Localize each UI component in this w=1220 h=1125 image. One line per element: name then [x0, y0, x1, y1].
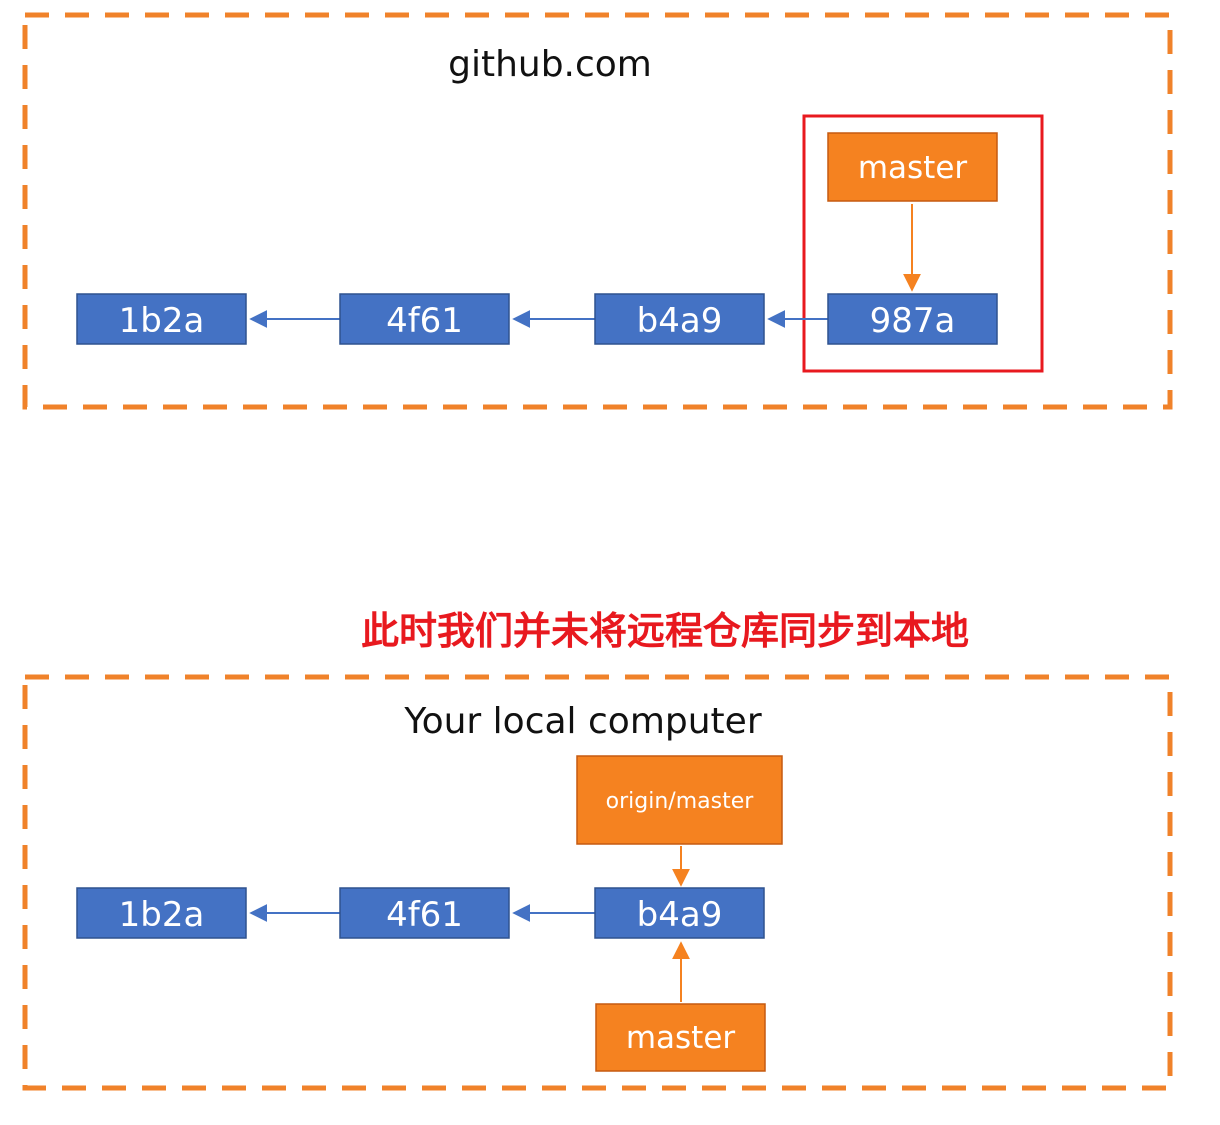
local-branch-origin-master: origin/master [576, 755, 783, 845]
branch-label: master [858, 150, 968, 186]
local-panel: Your local computer 1b2a 4f61 b4a9 origi… [22, 674, 1173, 1091]
commit-label: b4a9 [637, 301, 723, 341]
remote-title: github.com [448, 44, 652, 85]
remote-commit-4f61: 4f61 [339, 293, 510, 345]
local-dashed-border [22, 674, 1173, 1091]
annotation-note: 此时我们并未将远程仓库同步到本地 [360, 609, 969, 653]
local-commit-4f61: 4f61 [339, 887, 510, 939]
remote-commit-1b2a: 1b2a [76, 293, 247, 345]
commit-label: 1b2a [119, 301, 205, 341]
remote-panel: github.com 1b2a 4f61 b4a9 987a master [22, 12, 1173, 410]
commit-label: 4f61 [386, 301, 463, 341]
local-commit-1b2a: 1b2a [76, 887, 247, 939]
commit-label: b4a9 [637, 895, 723, 935]
remote-highlight-box [802, 114, 1044, 373]
commit-label: 1b2a [119, 895, 205, 935]
local-title: Your local computer [403, 701, 761, 742]
commit-label: 4f61 [386, 895, 463, 935]
local-branch-master: master [595, 1003, 766, 1072]
commit-label: 987a [870, 301, 956, 341]
remote-commit-987a: 987a [827, 293, 998, 345]
local-commit-b4a9: b4a9 [594, 887, 765, 939]
remote-branch-master: master [827, 132, 998, 202]
remote-dashed-border [22, 12, 1173, 410]
remote-commit-b4a9: b4a9 [594, 293, 765, 345]
branch-label: origin/master [606, 789, 755, 814]
branch-label: master [626, 1020, 736, 1056]
